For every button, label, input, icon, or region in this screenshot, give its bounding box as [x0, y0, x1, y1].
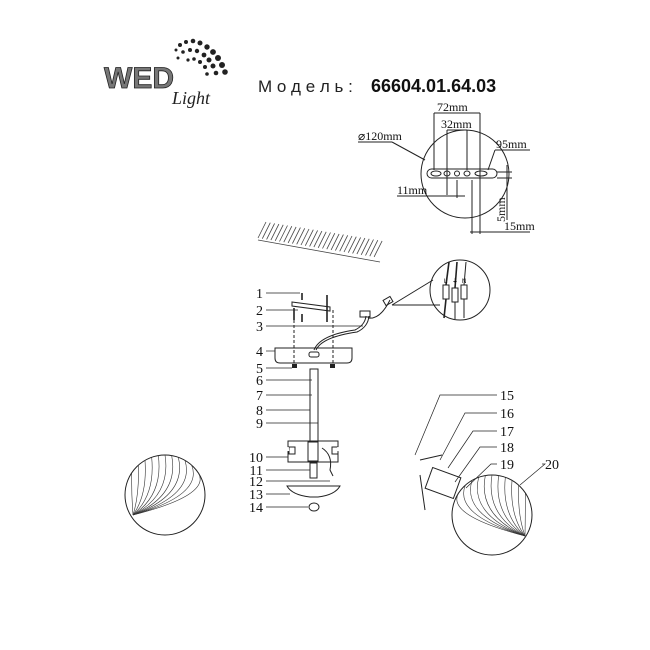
- ceiling-hatch: /*placeholder*/: [257, 221, 383, 263]
- part-label-2: 2: [256, 304, 263, 319]
- wire-earth-label: ⏚: [452, 278, 458, 285]
- wed-light-logo: WED Light: [104, 38, 228, 108]
- part-label-1: 1: [256, 287, 263, 302]
- model-label: М о д е л ь :: [258, 77, 353, 96]
- part-label-13: 13: [249, 488, 263, 503]
- leader-line: [465, 463, 497, 489]
- part-label-10: 10: [249, 451, 263, 466]
- glass-globe-right: [451, 474, 533, 556]
- logo-swirl-icon: [174, 38, 228, 76]
- leader-line: [414, 394, 497, 456]
- part-label-6: 6: [256, 374, 263, 389]
- part-label-20: 20: [545, 458, 559, 473]
- decorative-cup: [286, 485, 341, 498]
- canopy: [274, 347, 353, 364]
- part-label-3: 3: [256, 320, 263, 335]
- part-label-16: 16: [500, 407, 514, 422]
- mounting-bracket: [291, 301, 331, 312]
- dim-5: 5mm: [494, 197, 508, 222]
- mounting-plate-detail: ⌀120mm 72mm 32mm 95mm 11mm 5mm 15mm: [358, 100, 535, 234]
- dim-11: 11mm: [397, 183, 428, 197]
- logo-brand: WED: [104, 62, 174, 95]
- fixture: [124, 293, 533, 556]
- part-label-19: 19: [500, 458, 514, 473]
- dim-32: 32mm: [441, 117, 472, 131]
- leader-line: [454, 446, 497, 483]
- model-number: 66604.01.64.03: [371, 76, 496, 96]
- part-label-5: 5: [256, 362, 263, 377]
- dim-95: 95mm: [496, 137, 527, 151]
- wiring-detail: L ⏚ N: [391, 259, 491, 321]
- part-label-9: 9: [256, 417, 263, 432]
- logo-sub: Light: [171, 88, 211, 108]
- wire-live-label: L: [444, 279, 448, 285]
- part-label-7: 7: [256, 389, 263, 404]
- part-label-11: 11: [250, 464, 263, 479]
- part-label-17: 17: [500, 425, 514, 440]
- glass-globe-left: [124, 454, 206, 536]
- leader-line: [519, 463, 546, 486]
- dim-diameter-120: ⌀120mm: [358, 129, 403, 143]
- leader-line: [439, 412, 497, 461]
- part-label-18: 18: [500, 441, 514, 456]
- finial: [308, 502, 320, 512]
- dim-72: 72mm: [437, 100, 468, 114]
- part-label-15: 15: [500, 389, 514, 404]
- part-label-8: 8: [256, 404, 263, 419]
- leader-line: [447, 430, 497, 469]
- wire-neutral-label: N: [462, 279, 466, 285]
- part-label-14: 14: [249, 501, 263, 516]
- part-label-12: 12: [249, 475, 263, 490]
- part-label-4: 4: [256, 345, 263, 360]
- dim-15: 15mm: [504, 219, 535, 233]
